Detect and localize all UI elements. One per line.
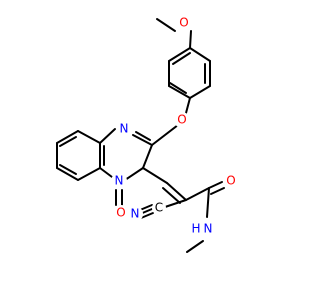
atom-ring-nitrogen-top: N xyxy=(116,121,132,137)
bond xyxy=(124,167,144,181)
bond xyxy=(56,167,79,181)
atom-label: N xyxy=(204,222,213,236)
bond xyxy=(185,97,191,114)
bond xyxy=(77,130,101,144)
atom-label: N xyxy=(115,174,124,188)
bond xyxy=(186,240,204,253)
bond xyxy=(164,199,187,208)
bond xyxy=(189,47,211,62)
bond xyxy=(132,134,153,146)
bond xyxy=(206,187,210,218)
atom-ether-oxygen: O xyxy=(174,112,190,128)
bond xyxy=(140,212,154,219)
atom-label: O xyxy=(116,206,125,220)
bond xyxy=(139,204,153,211)
bond xyxy=(151,124,179,146)
atom-label: O xyxy=(226,174,235,188)
bond xyxy=(142,167,168,184)
bond xyxy=(172,52,191,65)
bond xyxy=(166,182,187,201)
bond xyxy=(56,130,79,144)
atom-amide-oxygen: O xyxy=(223,173,239,189)
atom-label: N xyxy=(131,207,140,221)
bond xyxy=(185,187,210,201)
bond xyxy=(189,30,192,49)
bond xyxy=(168,85,191,99)
atom-label: N xyxy=(120,122,129,136)
atom-ring-nitrogen-bridge: N xyxy=(111,173,127,189)
bond xyxy=(99,167,113,178)
atom-ring-carbonyl-oxygen: O xyxy=(113,205,129,221)
bond-layer xyxy=(56,18,225,253)
bond xyxy=(142,144,153,169)
atom-nitrile-carbon: C xyxy=(152,201,166,215)
bond xyxy=(210,187,225,195)
molecule-canvas: O O N N O O N xyxy=(56,15,239,253)
bond xyxy=(59,136,77,147)
bond xyxy=(99,128,116,144)
bond xyxy=(169,82,187,94)
atom-label: O xyxy=(177,113,186,127)
bond xyxy=(168,47,191,62)
atom-amide-nitrogen: N H xyxy=(191,221,216,237)
bond xyxy=(59,164,77,175)
bond xyxy=(162,187,181,204)
atom-label: O xyxy=(179,16,188,30)
atom-label: C xyxy=(155,201,163,215)
bond xyxy=(156,18,176,32)
bond xyxy=(189,85,211,99)
bond xyxy=(208,181,223,189)
bond xyxy=(77,167,101,181)
atom-methoxy-oxygen: O xyxy=(176,15,192,31)
molecule-structure: O O N N O O N xyxy=(56,15,239,253)
atom-nitrile-nitrogen: N xyxy=(127,206,143,222)
atom-label-layer: O O N N O O N xyxy=(111,15,239,237)
bond xyxy=(135,131,151,141)
atom-label-hydrogen: H xyxy=(191,222,200,236)
